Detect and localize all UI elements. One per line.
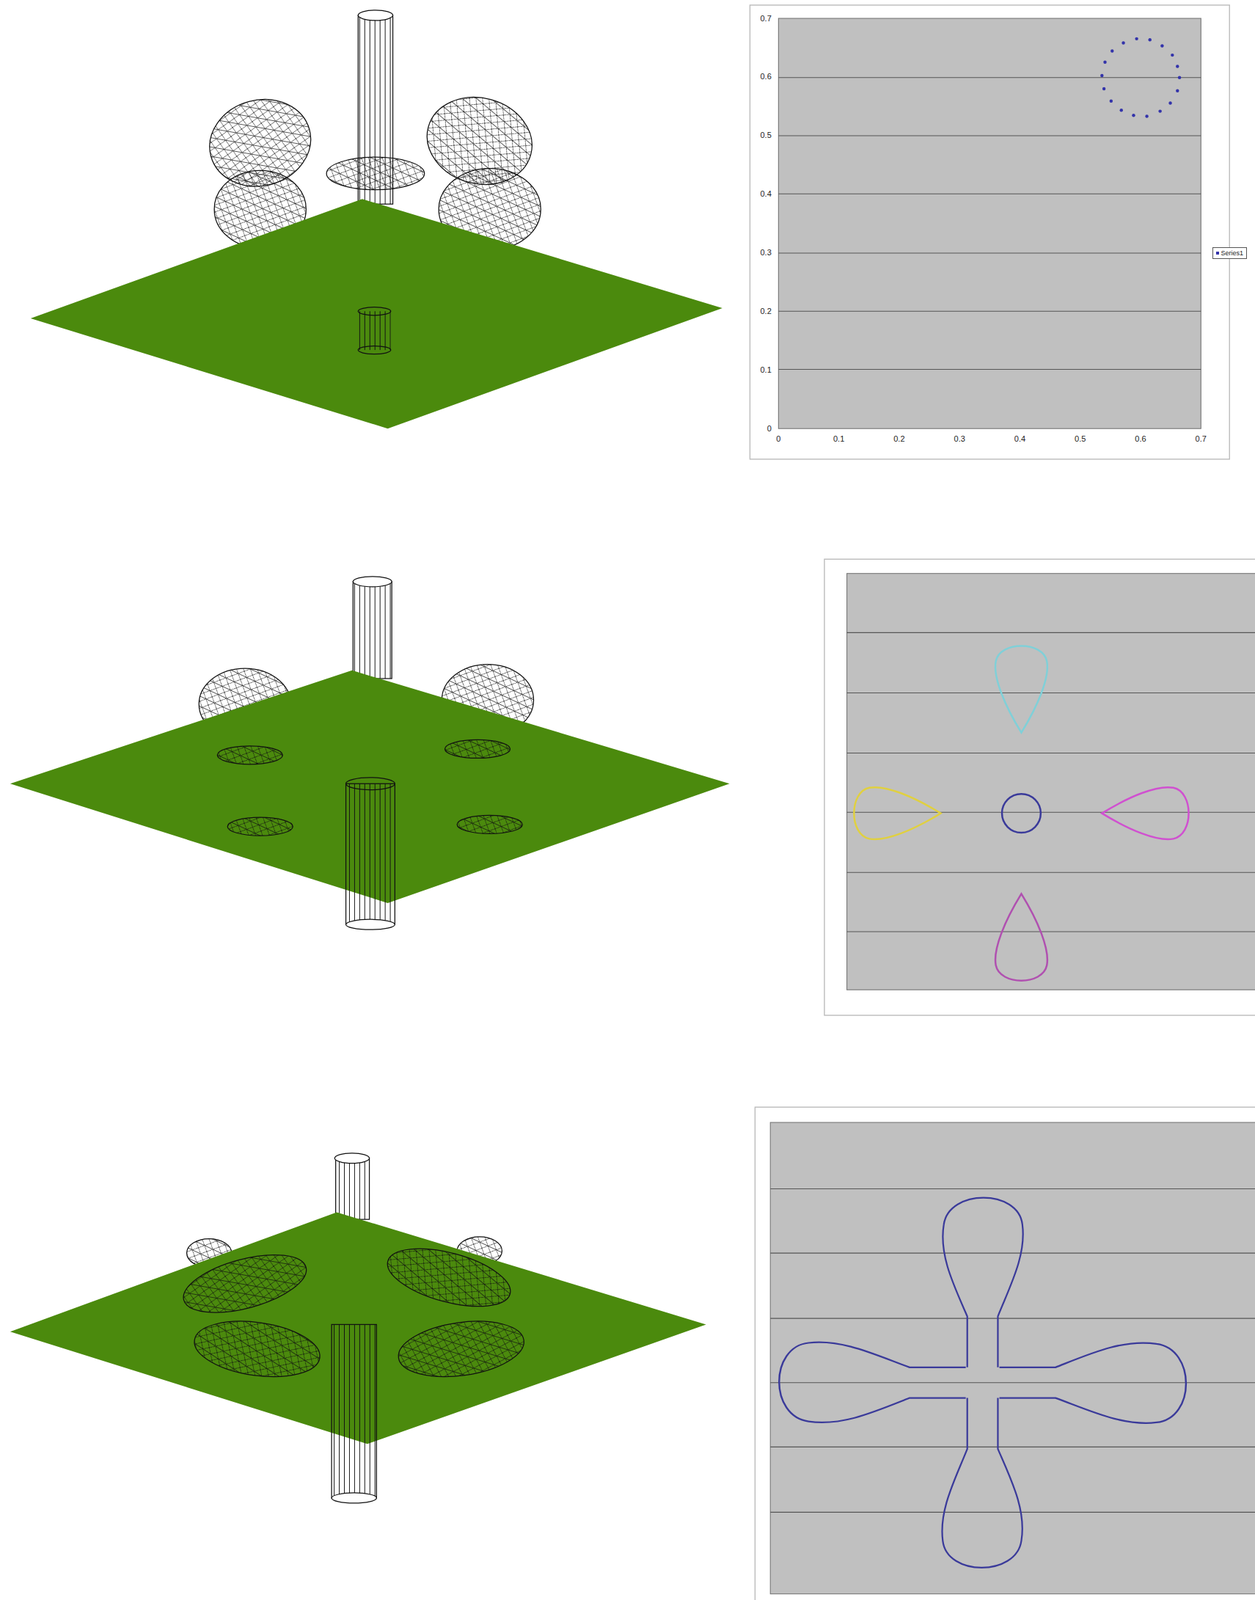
y-axis-tick: 0.3 xyxy=(760,248,772,257)
y-axis-tick: 0 xyxy=(767,424,772,433)
x-axis-tick: 0.5 xyxy=(1074,434,1086,444)
x-axis-tick: 0.1 xyxy=(833,434,845,444)
y-axis-tick: 0.7 xyxy=(760,14,772,23)
chart-3 xyxy=(754,1106,1255,1600)
y-axis-tick: 0.1 xyxy=(760,366,772,375)
legend-marker xyxy=(1216,251,1220,255)
panel-2-orbital xyxy=(10,576,730,930)
x-axis-tick: 0.2 xyxy=(893,434,905,444)
chart-1 xyxy=(749,5,1230,460)
x-axis-tick: 0.7 xyxy=(1195,434,1207,444)
panel-3-orbital xyxy=(10,1153,707,1503)
x-axis-tick: 0.4 xyxy=(1014,434,1026,444)
panel-1-orbital xyxy=(30,10,723,429)
legend-text: Series1 xyxy=(1221,249,1244,257)
chart-legend: Series1 xyxy=(1212,247,1248,259)
chart-2 xyxy=(824,558,1255,1016)
x-axis-tick: 0.6 xyxy=(1134,434,1146,444)
y-axis-tick: 0.4 xyxy=(760,189,772,199)
x-axis-tick: 0.3 xyxy=(954,434,966,444)
y-axis-tick: 0.6 xyxy=(760,72,772,81)
y-axis-tick: 0.2 xyxy=(760,307,772,316)
x-axis-tick: 0 xyxy=(776,434,781,444)
y-axis-tick: 0.5 xyxy=(760,131,772,140)
